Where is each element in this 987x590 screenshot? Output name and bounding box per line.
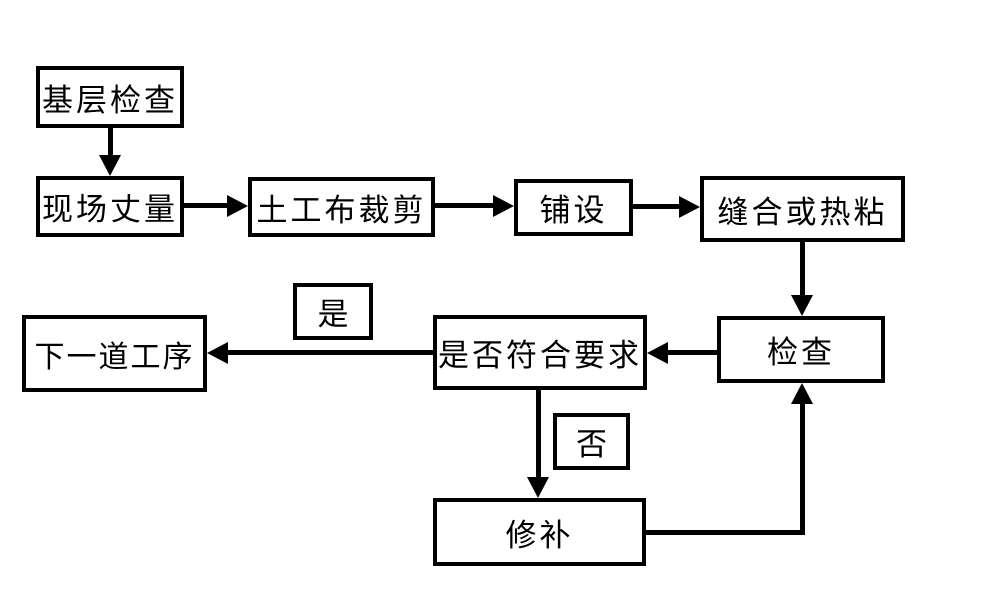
arrowhead-up-icon [791,383,813,404]
node-next-process: 下一道工序 [22,315,207,392]
arrow-line [536,390,541,480]
arrowhead-right-icon [493,195,514,217]
arrow-line [800,242,805,297]
arrow-line [184,203,229,208]
node-seam-or-heat-bond: 缝合或热粘 [700,176,905,242]
arrow-line [666,350,717,355]
node-site-measure: 现场丈量 [36,176,184,237]
arrowhead-down-icon [99,155,121,176]
arrowhead-left-icon [207,342,228,364]
edge-label-no: 否 [553,413,630,470]
arrow-line [633,204,681,209]
node-base-check: 基层检查 [36,66,184,128]
arrow-line [646,530,805,535]
node-meets-requirements: 是否符合要求 [433,315,647,390]
arrowhead-right-icon [227,195,248,217]
node-laying: 铺设 [514,179,633,236]
arrow-line [800,402,805,535]
arrow-line [108,128,113,158]
edge-label-yes: 是 [293,283,373,340]
arrowhead-down-icon [527,477,549,498]
arrow-line [226,350,433,355]
arrowhead-right-icon [679,196,700,218]
arrowhead-left-icon [647,342,668,364]
node-repair: 修补 [433,498,646,566]
node-inspection: 检查 [717,316,885,383]
node-geotextile-cutting: 土工布裁剪 [248,177,435,237]
arrow-line [435,203,495,208]
arrowhead-down-icon [791,295,813,316]
